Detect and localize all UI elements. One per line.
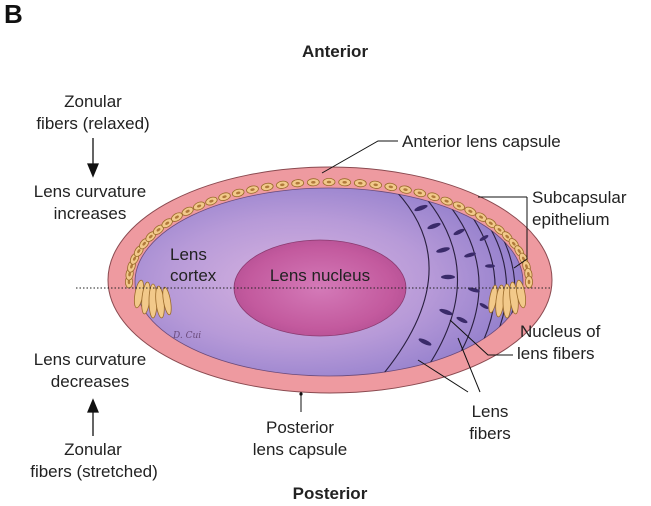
curvature-increases-line2: increases <box>4 204 176 224</box>
lens-nucleus <box>234 240 406 336</box>
zonular-stretched-label-line1: Zonular <box>18 440 168 460</box>
lens-nucleus-label: Lens nucleus <box>250 266 390 286</box>
zonular-stretched-label-line2: fibers (stretched) <box>4 462 184 482</box>
lens-fibers-label-line1: Lens <box>450 402 530 422</box>
artist-signature: D. Cui <box>173 326 201 346</box>
subcapsular-epithelium-label-line2: epithelium <box>532 210 610 230</box>
curvature-increases-line1: Lens curvature <box>4 182 176 202</box>
nucleus-of-fibers-label-line2: lens fibers <box>517 344 594 364</box>
lens-cortex-label-line2: cortex <box>170 266 216 286</box>
epithelial-cell-nucleus <box>528 280 531 284</box>
zonular-relaxed-label-line1: Zonular <box>18 92 168 112</box>
posterior-label: Posterior <box>275 484 385 504</box>
lens-cortex-label-line1: Lens <box>170 245 207 265</box>
panel-label: B <box>4 4 23 24</box>
arrow-relaxed <box>88 138 98 176</box>
nucleus-of-fibers-label-line1: Nucleus of <box>520 322 600 342</box>
zonular-relaxed-label-line2: fibers (relaxed) <box>18 114 168 134</box>
subcapsular-epithelium-label-line1: Subcapsular <box>532 188 627 208</box>
anterior-capsule-label: Anterior lens capsule <box>402 132 561 152</box>
anterior-label: Anterior <box>280 42 390 62</box>
epithelial-cell-nucleus <box>327 181 331 184</box>
arrow-stretched <box>88 400 98 436</box>
posterior-capsule-label-line2: lens capsule <box>230 440 370 460</box>
posterior-capsule-label-line1: Posterior <box>230 418 370 438</box>
curvature-decreases-line1: Lens curvature <box>4 350 176 370</box>
curvature-decreases-line2: decreases <box>4 372 176 392</box>
lens-fibers-label-line2: fibers <box>450 424 530 444</box>
